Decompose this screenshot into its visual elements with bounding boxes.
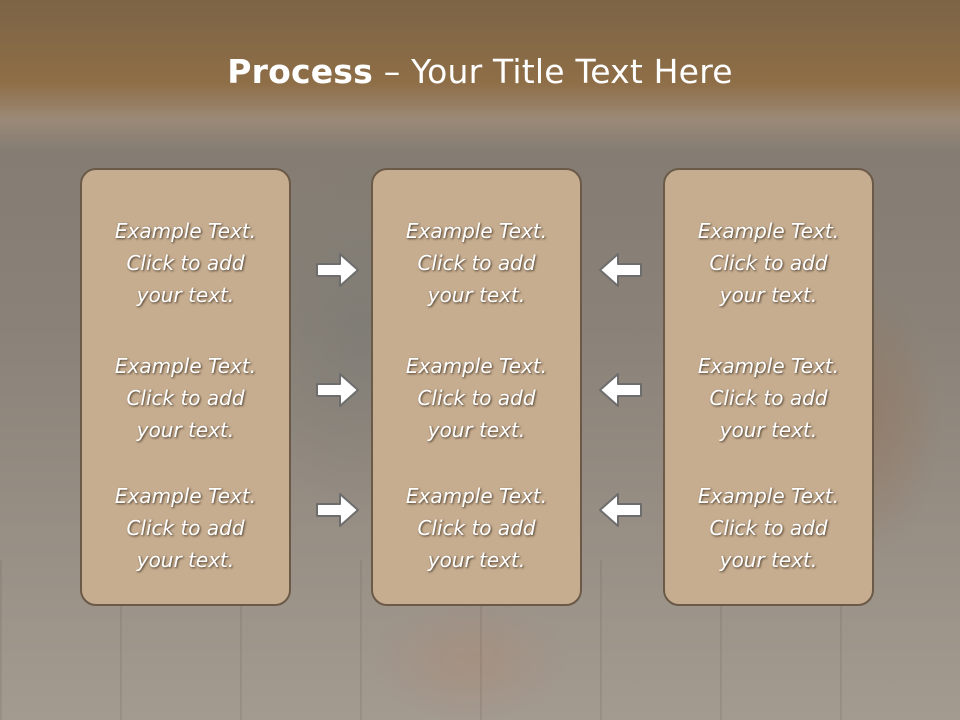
text-block[interactable]: Example Text. Click to add your text.	[373, 350, 580, 446]
text-block[interactable]: Example Text. Click to add your text.	[82, 215, 289, 311]
text-line: Click to add	[126, 516, 245, 540]
text-line: Click to add	[126, 251, 245, 275]
text-block[interactable]: Example Text. Click to add your text.	[373, 215, 580, 311]
text-block[interactable]: Example Text. Click to add your text.	[665, 480, 872, 576]
text-line: Click to add	[709, 251, 828, 275]
slide-title[interactable]: Process – Your Title Text Here	[0, 52, 960, 91]
text-line: your text.	[136, 418, 235, 442]
text-line: Example Text.	[405, 219, 548, 243]
text-line: Click to add	[417, 516, 536, 540]
right-column-box[interactable]: Example Text. Click to add your text. Ex…	[663, 168, 874, 606]
arrow-right-icon	[316, 373, 359, 407]
text-line: Example Text.	[405, 484, 548, 508]
text-line: your text.	[719, 548, 818, 572]
text-block[interactable]: Example Text. Click to add your text.	[82, 350, 289, 446]
left-column-box[interactable]: Example Text. Click to add your text. Ex…	[80, 168, 291, 606]
text-block[interactable]: Example Text. Click to add your text.	[665, 350, 872, 446]
title-banner	[0, 0, 960, 150]
title-rest: Your Title Text Here	[411, 52, 733, 91]
text-line: Example Text.	[697, 219, 840, 243]
text-line: your text.	[136, 283, 235, 307]
center-column-box[interactable]: Example Text. Click to add your text. Ex…	[371, 168, 582, 606]
text-line: your text.	[427, 283, 526, 307]
text-line: Example Text.	[114, 484, 257, 508]
text-line: Example Text.	[114, 219, 257, 243]
text-line: Click to add	[417, 386, 536, 410]
text-line: Click to add	[417, 251, 536, 275]
text-line: your text.	[427, 548, 526, 572]
arrow-left-icon	[599, 253, 642, 287]
text-line: your text.	[719, 283, 818, 307]
text-line: Example Text.	[114, 354, 257, 378]
arrow-right-icon	[316, 493, 359, 527]
text-line: Click to add	[709, 516, 828, 540]
title-bold: Process	[227, 52, 373, 91]
text-line: Example Text.	[697, 354, 840, 378]
text-line: Click to add	[126, 386, 245, 410]
text-block[interactable]: Example Text. Click to add your text.	[82, 480, 289, 576]
arrow-left-icon	[599, 373, 642, 407]
text-line: your text.	[136, 548, 235, 572]
text-line: Example Text.	[697, 484, 840, 508]
text-block[interactable]: Example Text. Click to add your text.	[373, 480, 580, 576]
text-line: your text.	[719, 418, 818, 442]
text-line: Example Text.	[405, 354, 548, 378]
text-line: Click to add	[709, 386, 828, 410]
text-line: your text.	[427, 418, 526, 442]
arrow-right-icon	[316, 253, 359, 287]
arrow-left-icon	[599, 493, 642, 527]
text-block[interactable]: Example Text. Click to add your text.	[665, 215, 872, 311]
title-separator: –	[373, 52, 412, 91]
